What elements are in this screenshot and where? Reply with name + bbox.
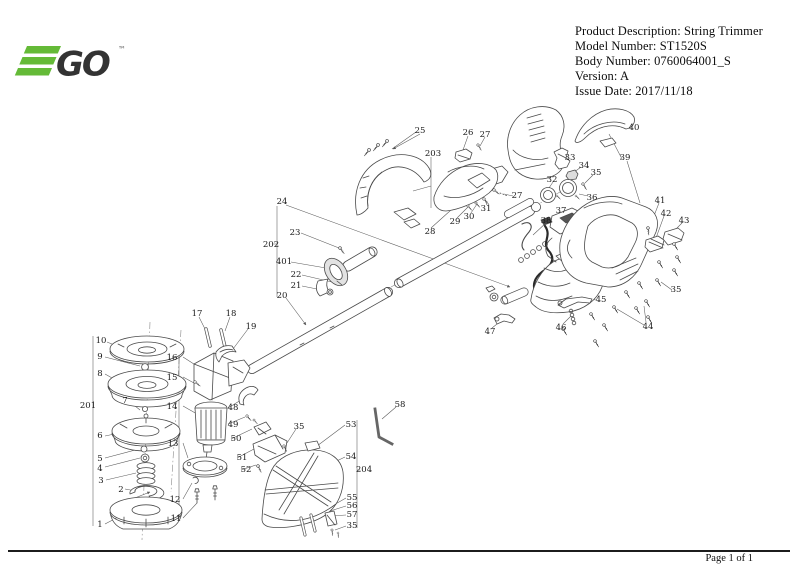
callout-31: 31: [481, 204, 492, 214]
callout-401: 401: [276, 257, 292, 267]
callout-16: 16: [167, 353, 178, 363]
callout-5: 5: [97, 454, 102, 464]
part-guard-shield: [261, 440, 344, 539]
callout-49: 49: [228, 420, 239, 430]
callout-56: 56: [347, 501, 358, 511]
callout-21: 21: [291, 281, 302, 291]
model-number-line: Model Number: ST1520S: [575, 38, 707, 53]
callout-55: 55: [347, 493, 358, 503]
part-pins-and-clamp: [204, 327, 237, 363]
part-motor-assembly: [182, 352, 251, 504]
callout-48: 48: [228, 403, 239, 413]
part-main-housing: [507, 106, 565, 180]
part-aux-handle: [355, 138, 432, 229]
callout-44: 44: [643, 322, 654, 332]
callout-19: 19: [246, 322, 257, 332]
callout-53: 53: [346, 420, 357, 430]
callout-24: 24: [277, 197, 288, 207]
part-shaft-clamp: [316, 245, 378, 297]
callout-204: 204: [356, 465, 372, 475]
ego-logo: GO ™: [14, 45, 126, 85]
callout-35: 35: [671, 285, 682, 295]
callout-3: 3: [98, 476, 103, 486]
version-line: Version: A: [575, 68, 630, 83]
callout-22: 22: [291, 270, 302, 280]
callout-203: 203: [425, 149, 441, 159]
callout-14: 14: [167, 402, 178, 412]
callout-35: 35: [591, 168, 602, 178]
callout-29: 29: [450, 217, 461, 227]
callout-9: 9: [97, 352, 102, 362]
callout-202: 202: [263, 240, 279, 250]
callout-2: 2: [118, 485, 123, 495]
callout-6: 6: [97, 431, 102, 441]
callout-36: 36: [587, 193, 598, 203]
part-bracket-cluster: [238, 386, 288, 473]
part-top-cover: [574, 108, 635, 148]
product-info-block: Product Description: String Trimmer Mode…: [575, 24, 763, 99]
callout-47: 47: [485, 327, 496, 337]
callout-32: 32: [547, 175, 558, 185]
ego-logo-go-text: GO: [56, 45, 110, 85]
ego-logo-e-bars: [14, 46, 61, 76]
footer-rule: [8, 550, 790, 552]
callout-40: 40: [629, 123, 640, 133]
callout-50: 50: [231, 434, 242, 444]
callout-51: 51: [237, 453, 248, 463]
callout-15: 15: [167, 373, 178, 383]
callout-45: 45: [596, 295, 607, 305]
callout-43: 43: [679, 216, 690, 226]
callout-54: 54: [346, 452, 357, 462]
callout-37: 37: [556, 206, 567, 216]
part-trimmer-head-stack: [107, 335, 187, 530]
callout-33: 33: [565, 153, 576, 163]
callout-23: 23: [290, 228, 301, 238]
callout-25: 25: [415, 126, 426, 136]
part-small-hardware-top: [504, 147, 590, 218]
callout-17: 17: [192, 309, 203, 319]
callout-10: 10: [96, 336, 107, 346]
body-number-line: Body Number: 0760064001_S: [575, 53, 731, 68]
leader-lines: [92, 119, 683, 531]
callout-8: 8: [97, 369, 102, 379]
callout-28: 28: [425, 227, 436, 237]
callout-20: 20: [277, 291, 288, 301]
callout-4: 4: [97, 464, 102, 474]
callout-27: 27: [480, 130, 491, 140]
product-description-line: Product Description: String Trimmer: [575, 24, 763, 38]
callout-201: 201: [80, 401, 96, 411]
callout-12: 12: [170, 495, 181, 505]
callout-13: 13: [168, 439, 179, 449]
callout-11: 11: [171, 514, 182, 524]
callout-39: 39: [620, 153, 631, 163]
callout-42: 42: [661, 209, 672, 219]
callout-7: 7: [122, 396, 127, 406]
issue-date-line: Issue Date: 2017/11/18: [575, 83, 693, 98]
callout-27: 27: [512, 191, 523, 201]
callout-52: 52: [241, 465, 252, 475]
callout-58: 58: [395, 400, 406, 410]
part-rear-handle: [545, 196, 685, 288]
part-foregrip-housing: [433, 142, 509, 212]
callout-26: 26: [463, 128, 474, 138]
callout-30: 30: [464, 212, 475, 222]
callout-41: 41: [655, 196, 666, 206]
callout-35: 35: [294, 422, 305, 432]
trademark-symbol: ™: [118, 45, 126, 54]
callout-35: 35: [347, 521, 358, 531]
callout-1: 1: [97, 520, 102, 530]
part-hex-key: [373, 407, 394, 446]
callout-46: 46: [556, 323, 567, 333]
callout-34: 34: [579, 161, 590, 171]
part-shaft-tube: [247, 201, 542, 374]
callout-38: 38: [541, 216, 552, 226]
callout-57: 57: [347, 510, 358, 520]
callout-18: 18: [226, 309, 237, 319]
page-number-label: Page 1 of 1: [705, 553, 753, 564]
